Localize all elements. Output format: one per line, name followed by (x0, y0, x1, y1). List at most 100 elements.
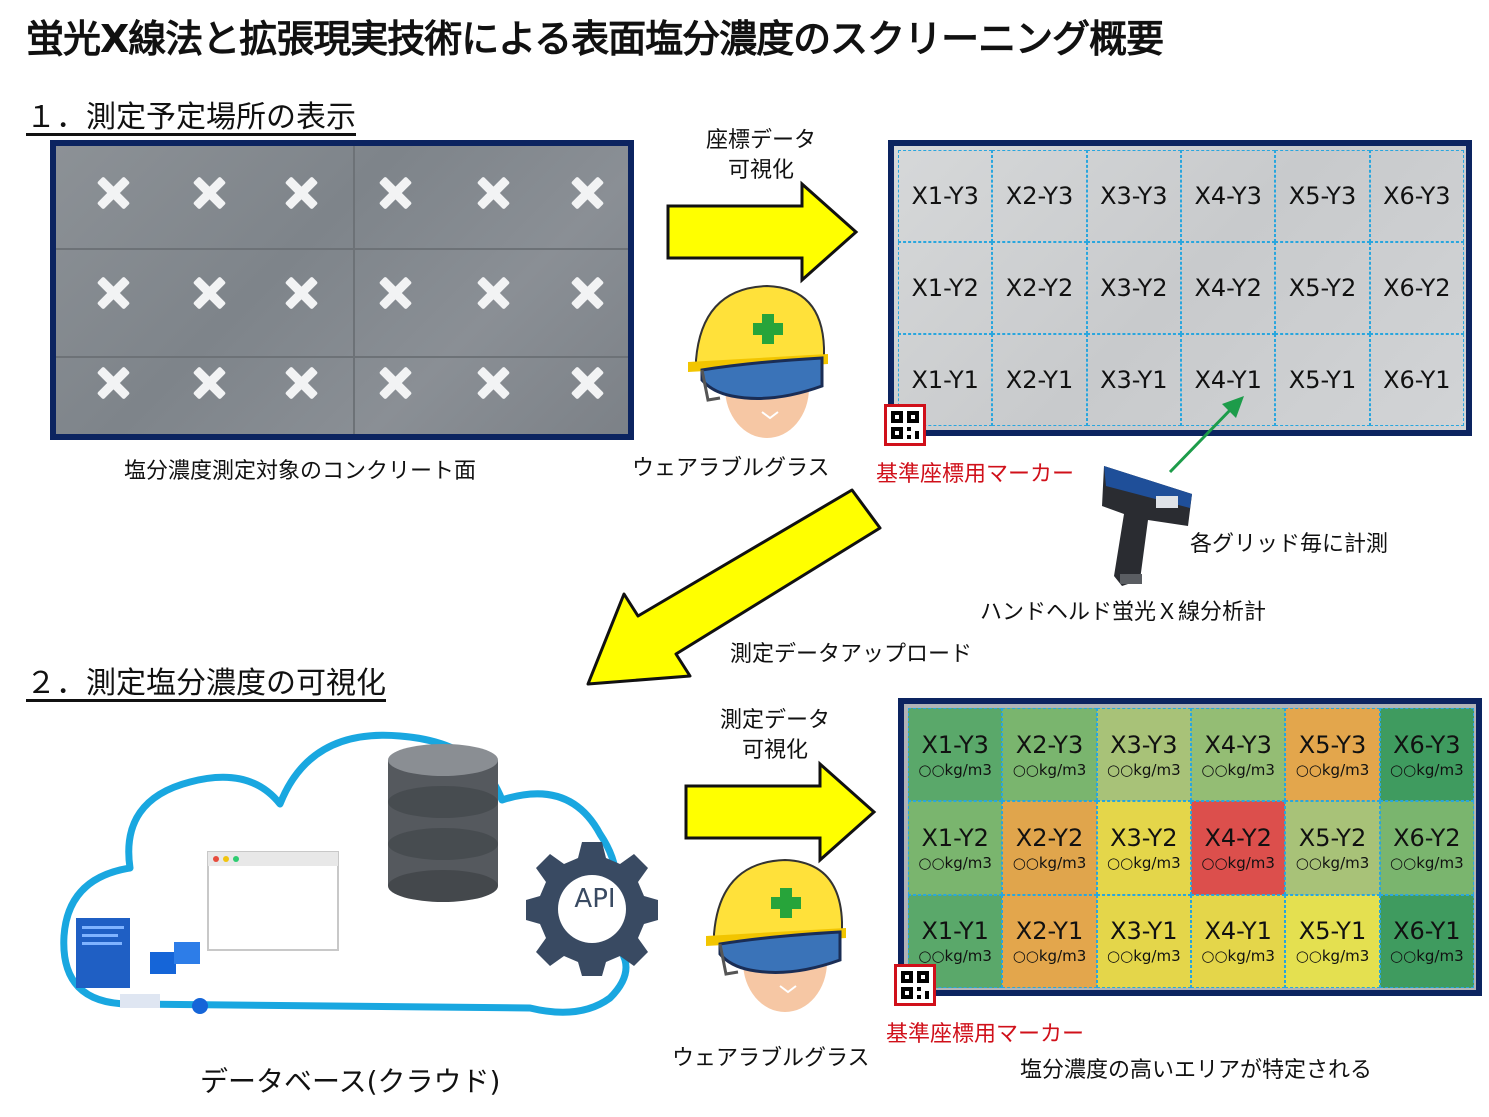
measurement-point-cross-icon (570, 276, 604, 310)
panel-joint-line (56, 248, 628, 250)
heatmap-cell-value: ○○kg/m3 (918, 947, 992, 966)
grid-cell: X6-Y3 (1369, 150, 1464, 242)
heatmap-cell: X2-Y3○○kg/m3 (1002, 708, 1097, 802)
measurement-point-cross-icon (284, 276, 318, 310)
label-line: 座標データ (705, 128, 816, 153)
device-caption: ハンドヘルド蛍光Ｘ線分析計 (980, 600, 1267, 625)
grid-cell: X1-Y3 (898, 150, 993, 242)
grid-cell: X6-Y1 (1369, 334, 1464, 426)
measurement-point-cross-icon (378, 276, 412, 310)
upload-caption: 測定データアップロード (730, 642, 973, 667)
heatmap-cell-value: ○○kg/m3 (1390, 947, 1464, 966)
grid-cell: X4-Y2 (1181, 242, 1276, 334)
grid-cell-label: X2-Y3 (1005, 182, 1074, 210)
heatmap-cell-label: X1-Y2 (921, 823, 989, 852)
wearable-glass-person-icon (688, 284, 828, 438)
database-icon (388, 744, 498, 902)
result-caption: 塩分濃度の高いエリアが特定される (1020, 1058, 1373, 1083)
page-title: 蛍光X線法と拡張現実技術による表面塩分濃度のスクリーニング概要 (26, 17, 1164, 61)
coordinate-visualize-label: 座標データ 可視化 (696, 126, 826, 186)
grid-cell: X2-Y2 (992, 242, 1087, 334)
heatmap-cell-value: ○○kg/m3 (1390, 760, 1464, 779)
heatmap-cell: X4-Y3○○kg/m3 (1191, 708, 1286, 802)
grid-cell-label: X1-Y2 (911, 274, 979, 302)
grid-cell: X6-Y2 (1369, 242, 1464, 334)
heatmap-cell-label: X4-Y1 (1204, 917, 1272, 946)
heatmap-cell-value: ○○kg/m3 (1012, 947, 1087, 966)
concrete-caption: 塩分濃度測定対象のコンクリート面 (124, 459, 477, 484)
heatmap-cell: X2-Y2○○kg/m3 (1002, 801, 1097, 895)
qr-code-icon (901, 971, 929, 999)
heatmap-cell: X3-Y1○○kg/m3 (1096, 894, 1191, 988)
wearable-glass-caption: ウェアラブルグラス (632, 456, 830, 481)
data-center-illustration (76, 918, 208, 1014)
heatmap-cell-value: ○○kg/m3 (1295, 760, 1370, 779)
qr-code-icon (891, 411, 919, 439)
measurement-point-cross-icon (476, 276, 510, 310)
measurement-point-cross-icon (476, 176, 510, 210)
heatmap-cell: X1-Y3○○kg/m3 (908, 708, 1003, 802)
measurement-point-cross-icon (192, 176, 226, 210)
heatmap-cell: X5-Y3○○kg/m3 (1285, 708, 1380, 802)
grid-cell: X3-Y1 (1086, 334, 1181, 426)
upload-arrow (586, 488, 882, 686)
heatmap-cell-label: X5-Y3 (1298, 730, 1367, 759)
qr-marker-icon (884, 404, 926, 446)
grid-cell: X4-Y1 (1181, 334, 1276, 426)
grid-cell-label: X5-Y3 (1288, 182, 1357, 210)
heatmap-cell-value: ○○kg/m3 (1107, 760, 1181, 779)
heatmap-cell-label: X3-Y1 (1110, 917, 1178, 946)
heatmap-cell: X4-Y1○○kg/m3 (1191, 894, 1286, 988)
api-label: API (574, 884, 616, 914)
api-gear-icon (526, 842, 658, 976)
grid-cell-label: X6-Y3 (1383, 182, 1451, 210)
heatmap-cell-label: X3-Y3 (1110, 730, 1178, 759)
grid-cell-label: X2-Y1 (1005, 366, 1074, 394)
heatmap-cell: X6-Y2○○kg/m3 (1379, 801, 1474, 895)
measure-caption: 各グリッド毎に計測 (1190, 532, 1389, 557)
grid-cell-label: X5-Y1 (1288, 366, 1357, 394)
measurement-point-cross-icon (378, 176, 412, 210)
grid-cell-label: X4-Y2 (1194, 274, 1262, 302)
heatmap-cell: X2-Y1○○kg/m3 (1002, 894, 1097, 988)
grid-cell: X5-Y3 (1275, 150, 1370, 242)
heatmap-cell: X3-Y2○○kg/m3 (1096, 801, 1191, 895)
heatmap-cell-label: X6-Y1 (1393, 917, 1461, 946)
grid-cell-label: X3-Y3 (1100, 182, 1168, 210)
heatmap-cell: X6-Y1○○kg/m3 (1379, 894, 1474, 988)
grid-cell-label: X6-Y1 (1383, 366, 1451, 394)
heatmap-cell-value: ○○kg/m3 (918, 853, 992, 872)
label-line: 可視化 (741, 738, 808, 763)
database-caption: データベース(クラウド) (200, 1065, 501, 1098)
handheld-xrf-analyzer-icon (1102, 466, 1192, 586)
grid-cell-label: X3-Y1 (1100, 366, 1168, 394)
section-2-heading: ２．測定塩分濃度の可視化 (26, 666, 386, 701)
marker-caption: 基準座標用マーカー (876, 462, 1075, 487)
label-line: 測定データ (719, 708, 830, 733)
measurement-point-cross-icon (284, 366, 318, 400)
heatmap-cell-value: ○○kg/m3 (918, 760, 992, 779)
heatmap-cell: X5-Y1○○kg/m3 (1285, 894, 1380, 988)
heatmap-cell: X1-Y2○○kg/m3 (908, 801, 1003, 895)
panel-joint-line (56, 356, 628, 358)
grid-cell: X5-Y1 (1275, 334, 1370, 426)
heatmap-cell-label: X6-Y3 (1393, 730, 1461, 759)
measurement-point-cross-icon (96, 366, 130, 400)
grid-cell: X2-Y1 (992, 334, 1087, 426)
cloud-database-illustration (60, 731, 658, 1016)
heatmap-cell: X4-Y2○○kg/m3 (1191, 801, 1286, 895)
heatmap-cell-value: ○○kg/m3 (1107, 947, 1181, 966)
grid-cell-label: X4-Y3 (1194, 182, 1262, 210)
heatmap-cell-value: ○○kg/m3 (1295, 853, 1370, 872)
heatmap-cell-value: ○○kg/m3 (1201, 760, 1275, 779)
heatmap-cell-value: ○○kg/m3 (1390, 853, 1464, 872)
measurement-pointer-arrow (1168, 396, 1244, 474)
grid-cell-label: X5-Y2 (1288, 274, 1357, 302)
measurement-point-cross-icon (96, 276, 130, 310)
measurement-point-cross-icon (96, 176, 130, 210)
measurement-point-cross-icon (570, 176, 604, 210)
heatmap-cell-label: X3-Y2 (1110, 823, 1178, 852)
heatmap-cell: X3-Y3○○kg/m3 (1096, 708, 1191, 802)
